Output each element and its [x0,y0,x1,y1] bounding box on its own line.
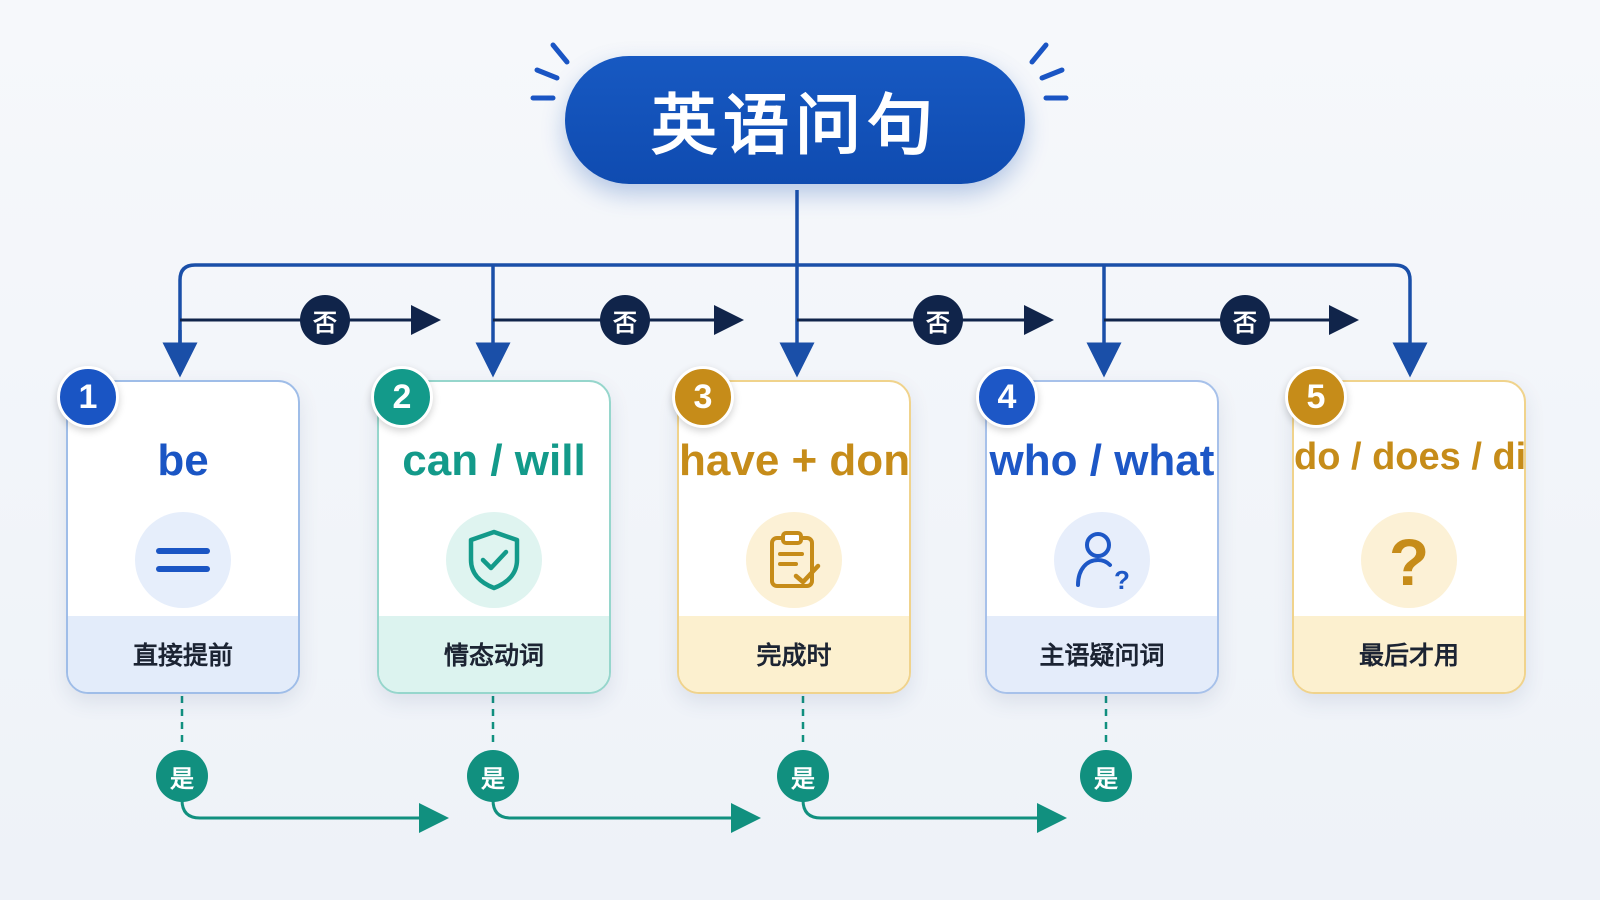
step-keyword: do / does / did [1294,436,1526,478]
yes-arrow-3 [801,799,1067,833]
step-number-badge: 2 [371,366,433,428]
step-card-do-does-did: do / does / did ? 最后才用 [1292,380,1526,694]
step-keyword: can / will [402,436,586,485]
shield-check-icon [468,529,520,591]
no-label: 否 [600,295,650,345]
step-card-have-done: have + done 完成时 [677,380,911,694]
yes-label: 是 [777,750,829,802]
step-number-badge: 1 [57,366,119,428]
step-keyword: be [157,436,209,485]
step-card-can-will: can / will 情态动词 [377,380,611,694]
step-number-badge: 4 [976,366,1038,428]
no-label: 否 [1220,295,1270,345]
step-keyword: who / what [989,436,1215,485]
yes-arrow-1 [180,799,449,833]
step-label: 完成时 [679,616,909,692]
yes-label: 是 [156,750,208,802]
person-question-icon: ? [1076,532,1130,593]
svg-text:?: ? [1114,565,1130,593]
icon-circle [746,512,842,608]
bus-line [178,263,1428,378]
step-number-badge: 5 [1285,366,1347,428]
page-title: 英语问句 [565,56,1025,184]
yes-label: 是 [467,750,519,802]
clipboard-check-icon [770,531,821,588]
step-label: 最后才用 [1294,616,1524,692]
icon-circle: ? [1361,512,1457,608]
step-number-badge: 3 [672,366,734,428]
equals-icon [156,548,210,572]
step-label: 情态动词 [379,616,609,692]
no-label: 否 [913,295,963,345]
icon-circle: ? [1054,512,1150,608]
yes-label: 是 [1080,750,1132,802]
step-card-be: be 直接提前 [66,380,300,694]
sparkle-right-icon [1029,42,1069,101]
yes-arrow-2 [491,799,761,833]
question-mark-icon: ? [1389,527,1429,593]
icon-circle [135,512,231,608]
icon-circle [446,512,542,608]
step-keyword: have + done [679,436,911,485]
step-label: 直接提前 [68,616,298,692]
step-card-who-what: who / what ? 主语疑问词 [985,380,1219,694]
step-label: 主语疑问词 [987,616,1217,692]
svg-text:?: ? [1389,527,1429,593]
no-label: 否 [300,295,350,345]
sparkle-left-icon [530,42,570,101]
